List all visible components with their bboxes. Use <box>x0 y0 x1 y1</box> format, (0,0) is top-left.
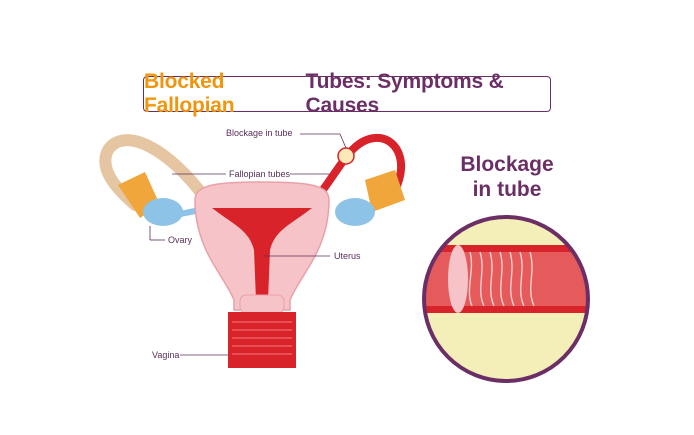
inset-title: Blockage in tube <box>440 152 574 202</box>
inset-cross-section <box>424 217 588 381</box>
title-part-2: Tubes: Symptoms & Causes <box>305 70 504 117</box>
right-fimbriae <box>365 170 405 212</box>
title-part-1: Blocked Fallopian <box>144 70 235 117</box>
label-uterus: Uterus <box>334 251 361 261</box>
right-ovary <box>335 198 375 226</box>
right-fallopian-tube <box>311 133 406 204</box>
inset-title-line-2: in tube <box>472 178 542 201</box>
vagina-shape <box>228 312 296 368</box>
vagina-rugae <box>232 321 292 355</box>
blockage-marker <box>337 147 355 165</box>
inset-border <box>422 215 590 383</box>
label-ovary: Ovary <box>168 235 193 245</box>
page-title: Blocked Fallopian Tubes: Symptoms & Caus… <box>143 70 551 117</box>
cervix <box>239 294 285 314</box>
label-fallopian-tubes: Fallopian tubes <box>229 169 291 179</box>
left-fallopian-tube <box>99 134 211 211</box>
leader-lines <box>149 133 347 356</box>
label-vagina: Vagina <box>152 350 180 360</box>
uterus-cavity <box>212 208 312 300</box>
left-ovary <box>143 198 183 226</box>
label-blockage: Blockage in tube <box>226 128 293 138</box>
inset-title-line-1: Blockage <box>460 153 554 176</box>
